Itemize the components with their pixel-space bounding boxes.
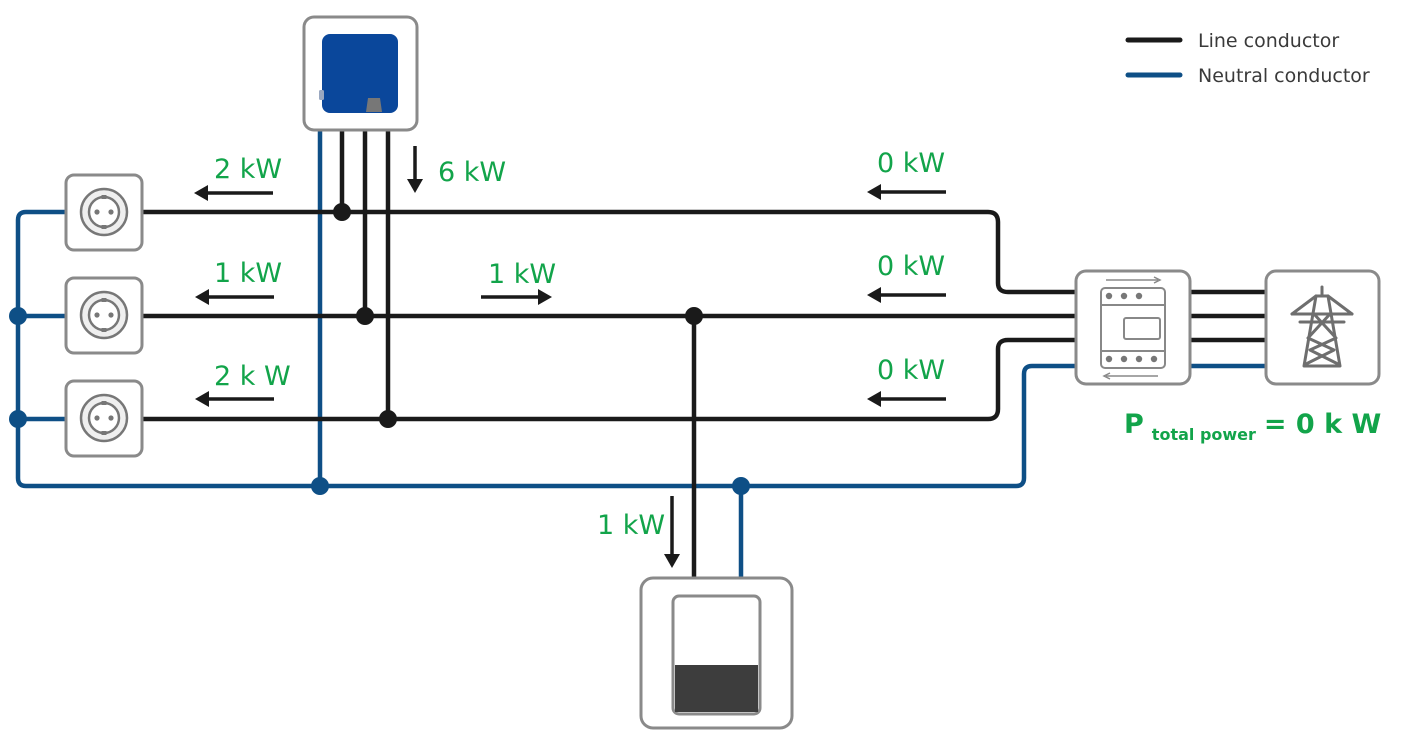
flow-label-battery: 1 kW <box>597 510 665 541</box>
socket-2 <box>64 276 144 355</box>
flow-label-grid-l2: 0 kW <box>877 251 945 282</box>
neutral-bus <box>15 209 1081 489</box>
flow-label-grid-l3: 0 kW <box>877 355 945 386</box>
arrow-left-icon <box>195 391 274 407</box>
pylon-icon <box>1290 285 1354 368</box>
line-l3 <box>139 337 1081 422</box>
flow-arrows <box>194 146 946 568</box>
legend-line-label: Line conductor <box>1198 30 1339 52</box>
total-power-value: = 0 k W <box>1264 409 1381 440</box>
inverter-icon <box>322 34 398 113</box>
arrow-right-icon <box>481 289 552 305</box>
flow-label-socket-2: 1 kW <box>214 258 282 289</box>
total-power-subscript: total power <box>1152 425 1256 444</box>
utility-grid <box>1264 269 1381 386</box>
junction-dot <box>333 203 351 221</box>
socket-1 <box>64 173 144 252</box>
flow-labels: 2 kW 1 kW 2 k W 6 kW 1 kW 0 kW 0 kW 0 kW… <box>214 148 945 541</box>
flow-label-mid: 1 kW <box>488 259 556 290</box>
flow-label-inverter: 6 kW <box>438 157 506 188</box>
line-l1 <box>139 209 1081 295</box>
socket-icon <box>79 187 129 237</box>
flow-label-socket-1: 2 kW <box>214 154 282 185</box>
junction-dot <box>9 307 27 325</box>
neutral-conductors <box>15 127 1269 581</box>
socket-3 <box>64 379 144 458</box>
arrow-left-icon <box>867 184 946 200</box>
battery-storage <box>639 576 794 730</box>
flow-label-grid-l1: 0 kW <box>877 148 945 179</box>
junction-dot <box>9 410 27 428</box>
battery-level-fill <box>675 665 758 712</box>
socket-icon <box>79 290 129 340</box>
total-power-prefix: P <box>1124 409 1144 440</box>
socket-icon <box>79 393 129 443</box>
junction-dot <box>311 477 329 495</box>
arrow-down-icon <box>664 496 680 568</box>
energy-meter <box>1074 269 1192 386</box>
meter-icon <box>1100 276 1166 380</box>
arrow-left-icon <box>867 391 946 407</box>
arrow-left-icon <box>194 185 273 201</box>
junction-dot <box>356 307 374 325</box>
junction-dot <box>732 477 750 495</box>
arrow-left-icon <box>195 289 274 305</box>
arrow-down-icon <box>407 146 423 193</box>
line-conductors <box>139 127 1269 581</box>
arrow-left-icon <box>867 287 946 303</box>
junction-dot <box>379 410 397 428</box>
flow-label-socket-3: 2 k W <box>214 361 291 392</box>
inverter <box>302 15 419 132</box>
legend: Line conductor Neutral conductor <box>1125 30 1370 87</box>
legend-neutral-label: Neutral conductor <box>1198 65 1370 87</box>
junction-dot <box>685 307 703 325</box>
junctions <box>9 203 750 495</box>
